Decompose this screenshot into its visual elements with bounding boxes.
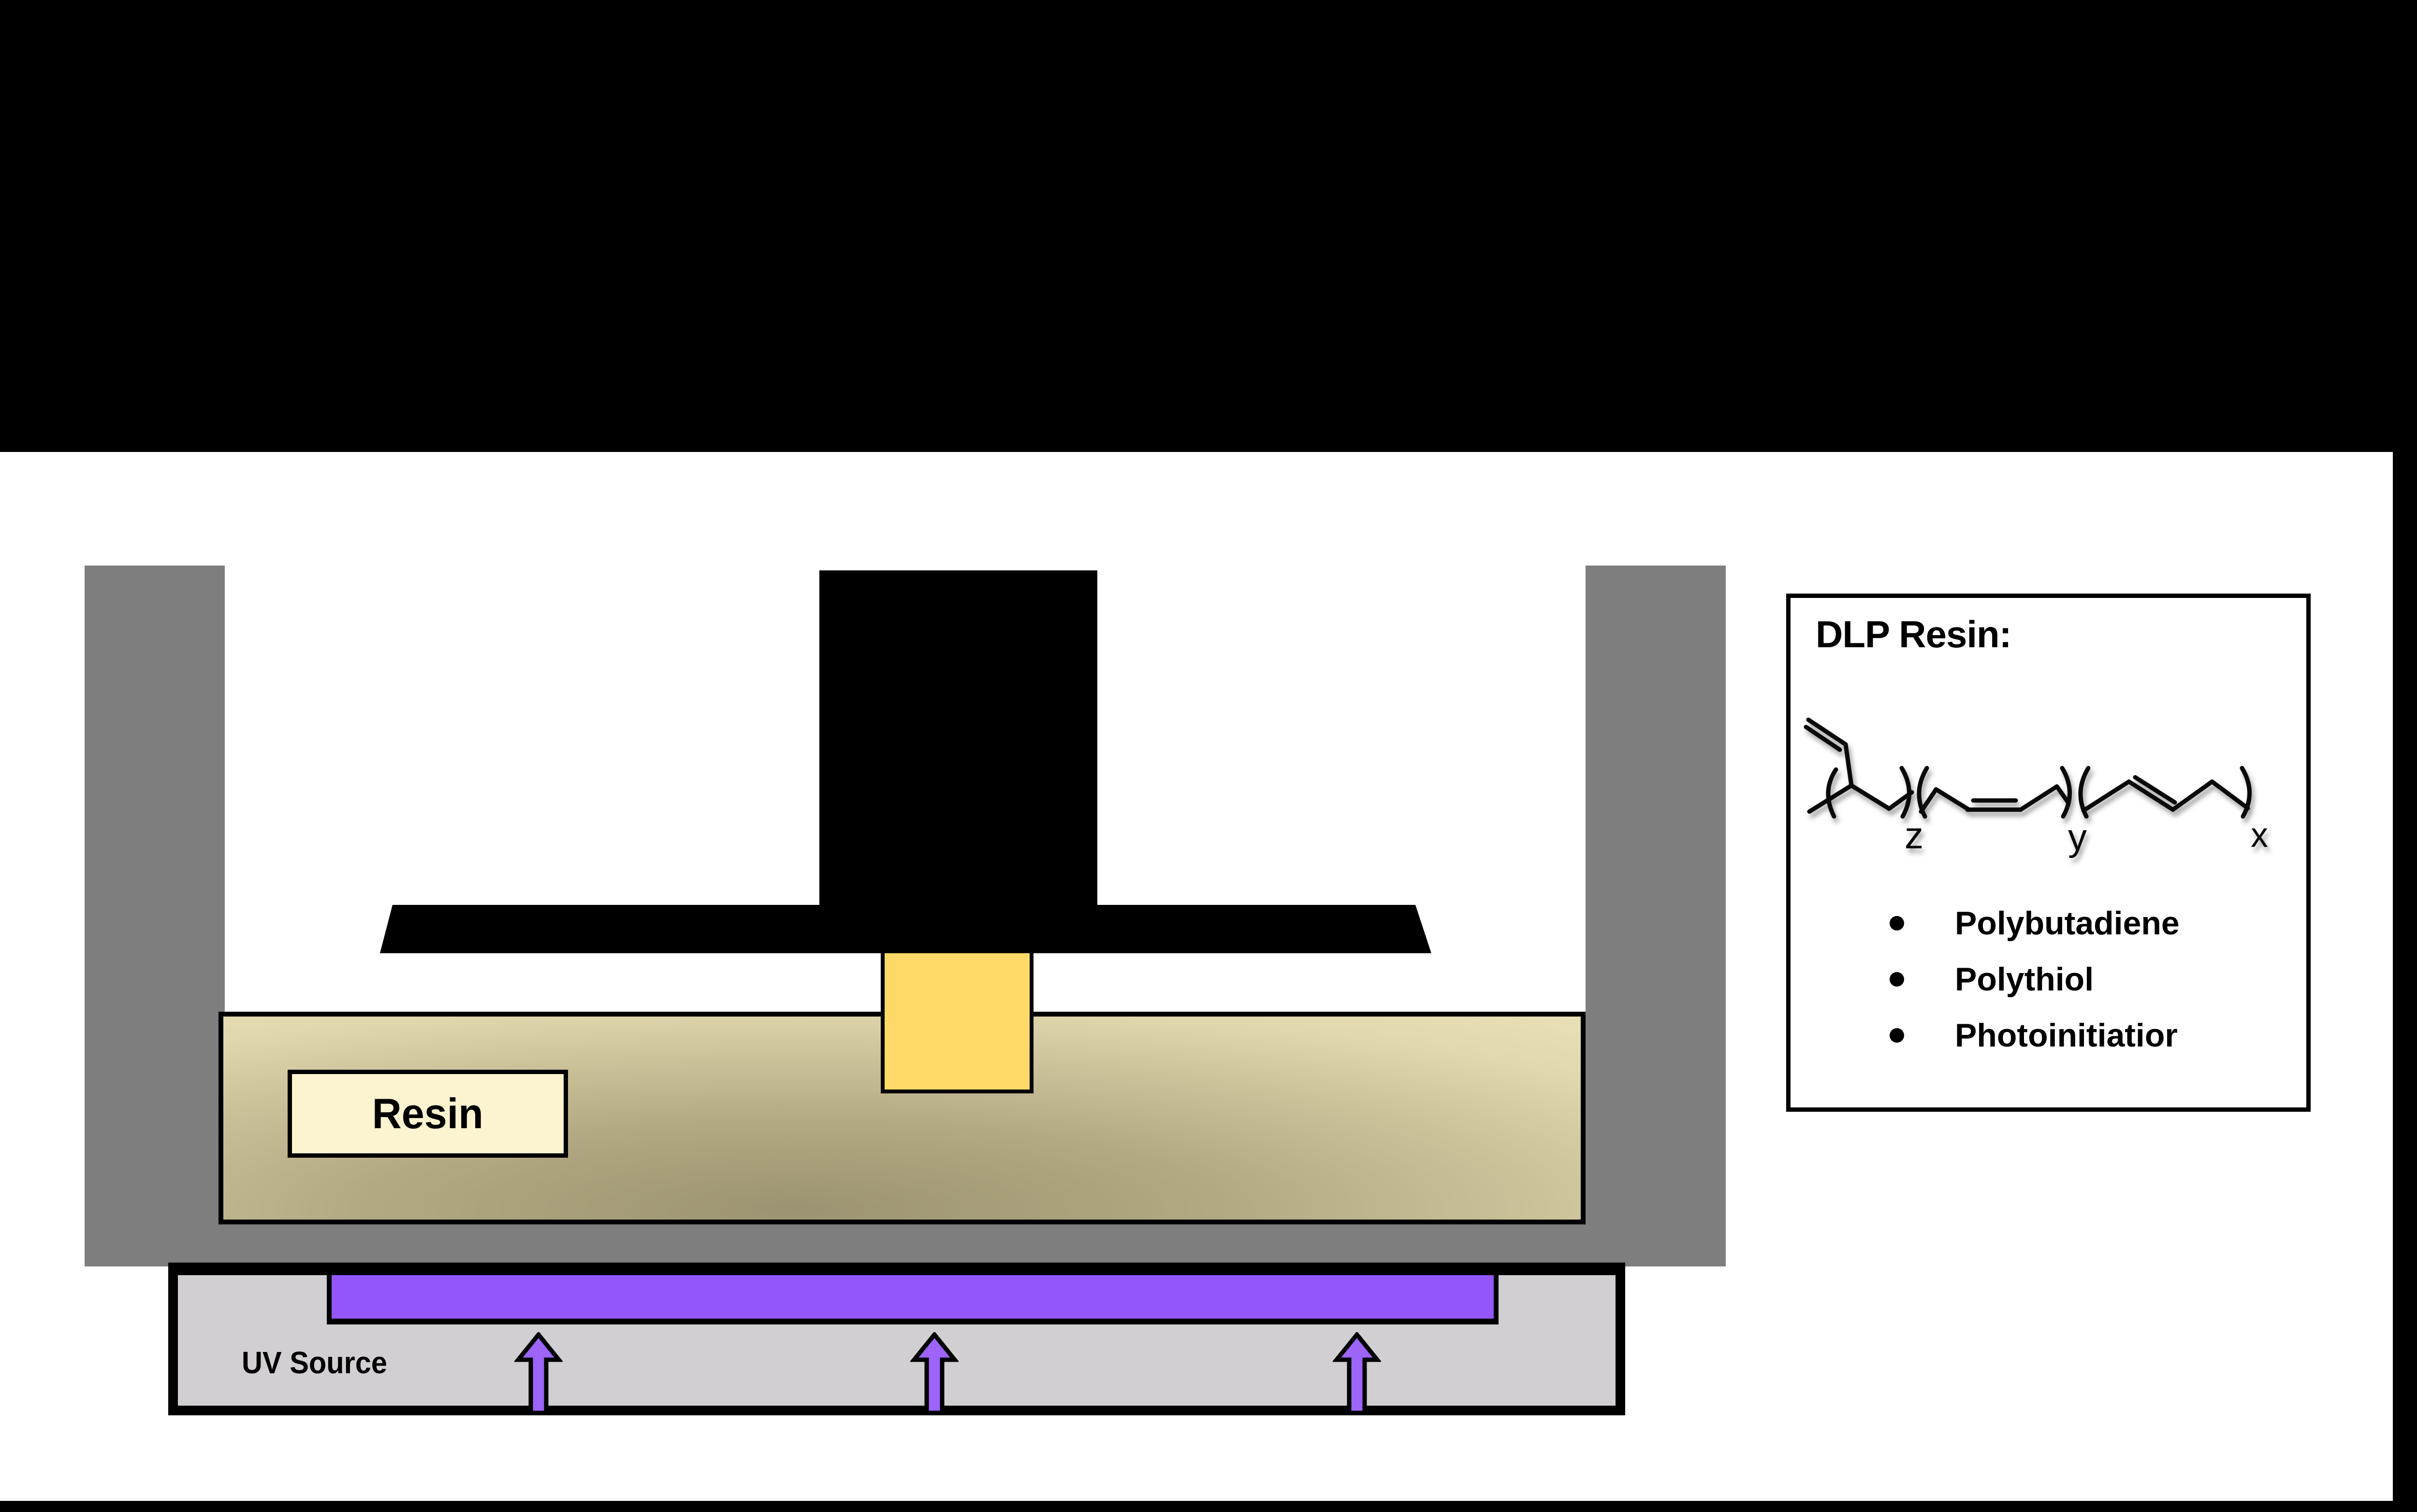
projection-window [327,1275,1499,1324]
uv-arrow-icon [1333,1332,1381,1415]
bullet-icon [1890,1028,1904,1043]
resin-label: Resin [288,1070,568,1158]
legend-item-label: Photoinitiatior [1955,1017,2178,1054]
list-item: Polybutadiene [1890,895,2180,951]
legend-bullet-list: Polybutadiene Polythiol Photoinitiatior [1890,895,2180,1063]
uv-arrow-icon [514,1332,563,1415]
build-platform-plate [380,905,1431,953]
list-item: Polythiol [1890,951,2180,1007]
subscript-z: z [1905,814,1923,857]
bullet-icon [1890,972,1904,987]
legend-item-label: Polythiol [1955,961,2094,998]
legend-item-label: Polybutadiene [1955,905,2180,942]
build-platform-arm [819,570,1097,909]
polybutadiene-structure-icon: z y x [1804,717,2268,858]
dlp-resin-legend: DLP Resin: z y [1786,594,2311,1112]
bullet-icon [1890,916,1904,930]
list-item: Photoinitiatior [1890,1007,2180,1063]
vat-holder-left-pillar [85,566,225,1266]
vat-holder-base [85,1222,1726,1266]
uv-source-label: UV Source [242,1345,388,1380]
legend-title: DLP Resin: [1816,613,2012,655]
vat-holder-right-pillar [1586,566,1726,1266]
subscript-x: x [2251,816,2268,855]
resin-label-text: Resin [372,1090,484,1137]
subscript-y: y [2068,816,2087,858]
printed-part [881,948,1034,1093]
uv-arrow-icon [910,1332,959,1415]
